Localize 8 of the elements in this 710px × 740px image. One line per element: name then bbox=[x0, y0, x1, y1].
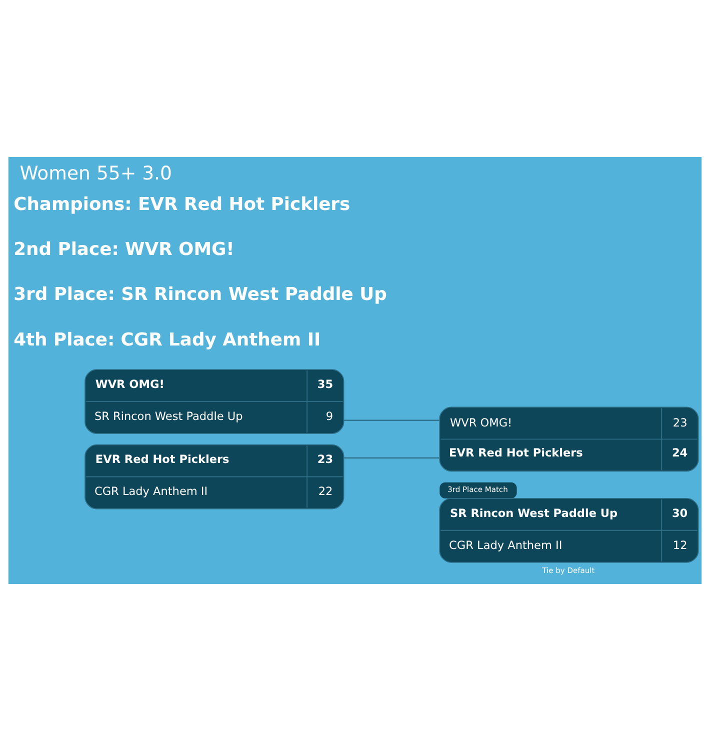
connector bbox=[343, 419, 440, 420]
label: Champions: EVR Red Hot Picklers bbox=[14, 193, 350, 214]
diagram-title: Women 55+ 3.0 bbox=[20, 163, 172, 184]
label: 4th Place: CGR Lady Anthem II bbox=[14, 328, 321, 350]
node-label: Tie by Default bbox=[542, 566, 595, 575]
label: 2nd Place: WVR OMG! bbox=[14, 238, 234, 260]
connector bbox=[343, 456, 440, 458]
label: 3rd Place: SR Rincon West Paddle Up bbox=[14, 284, 387, 305]
